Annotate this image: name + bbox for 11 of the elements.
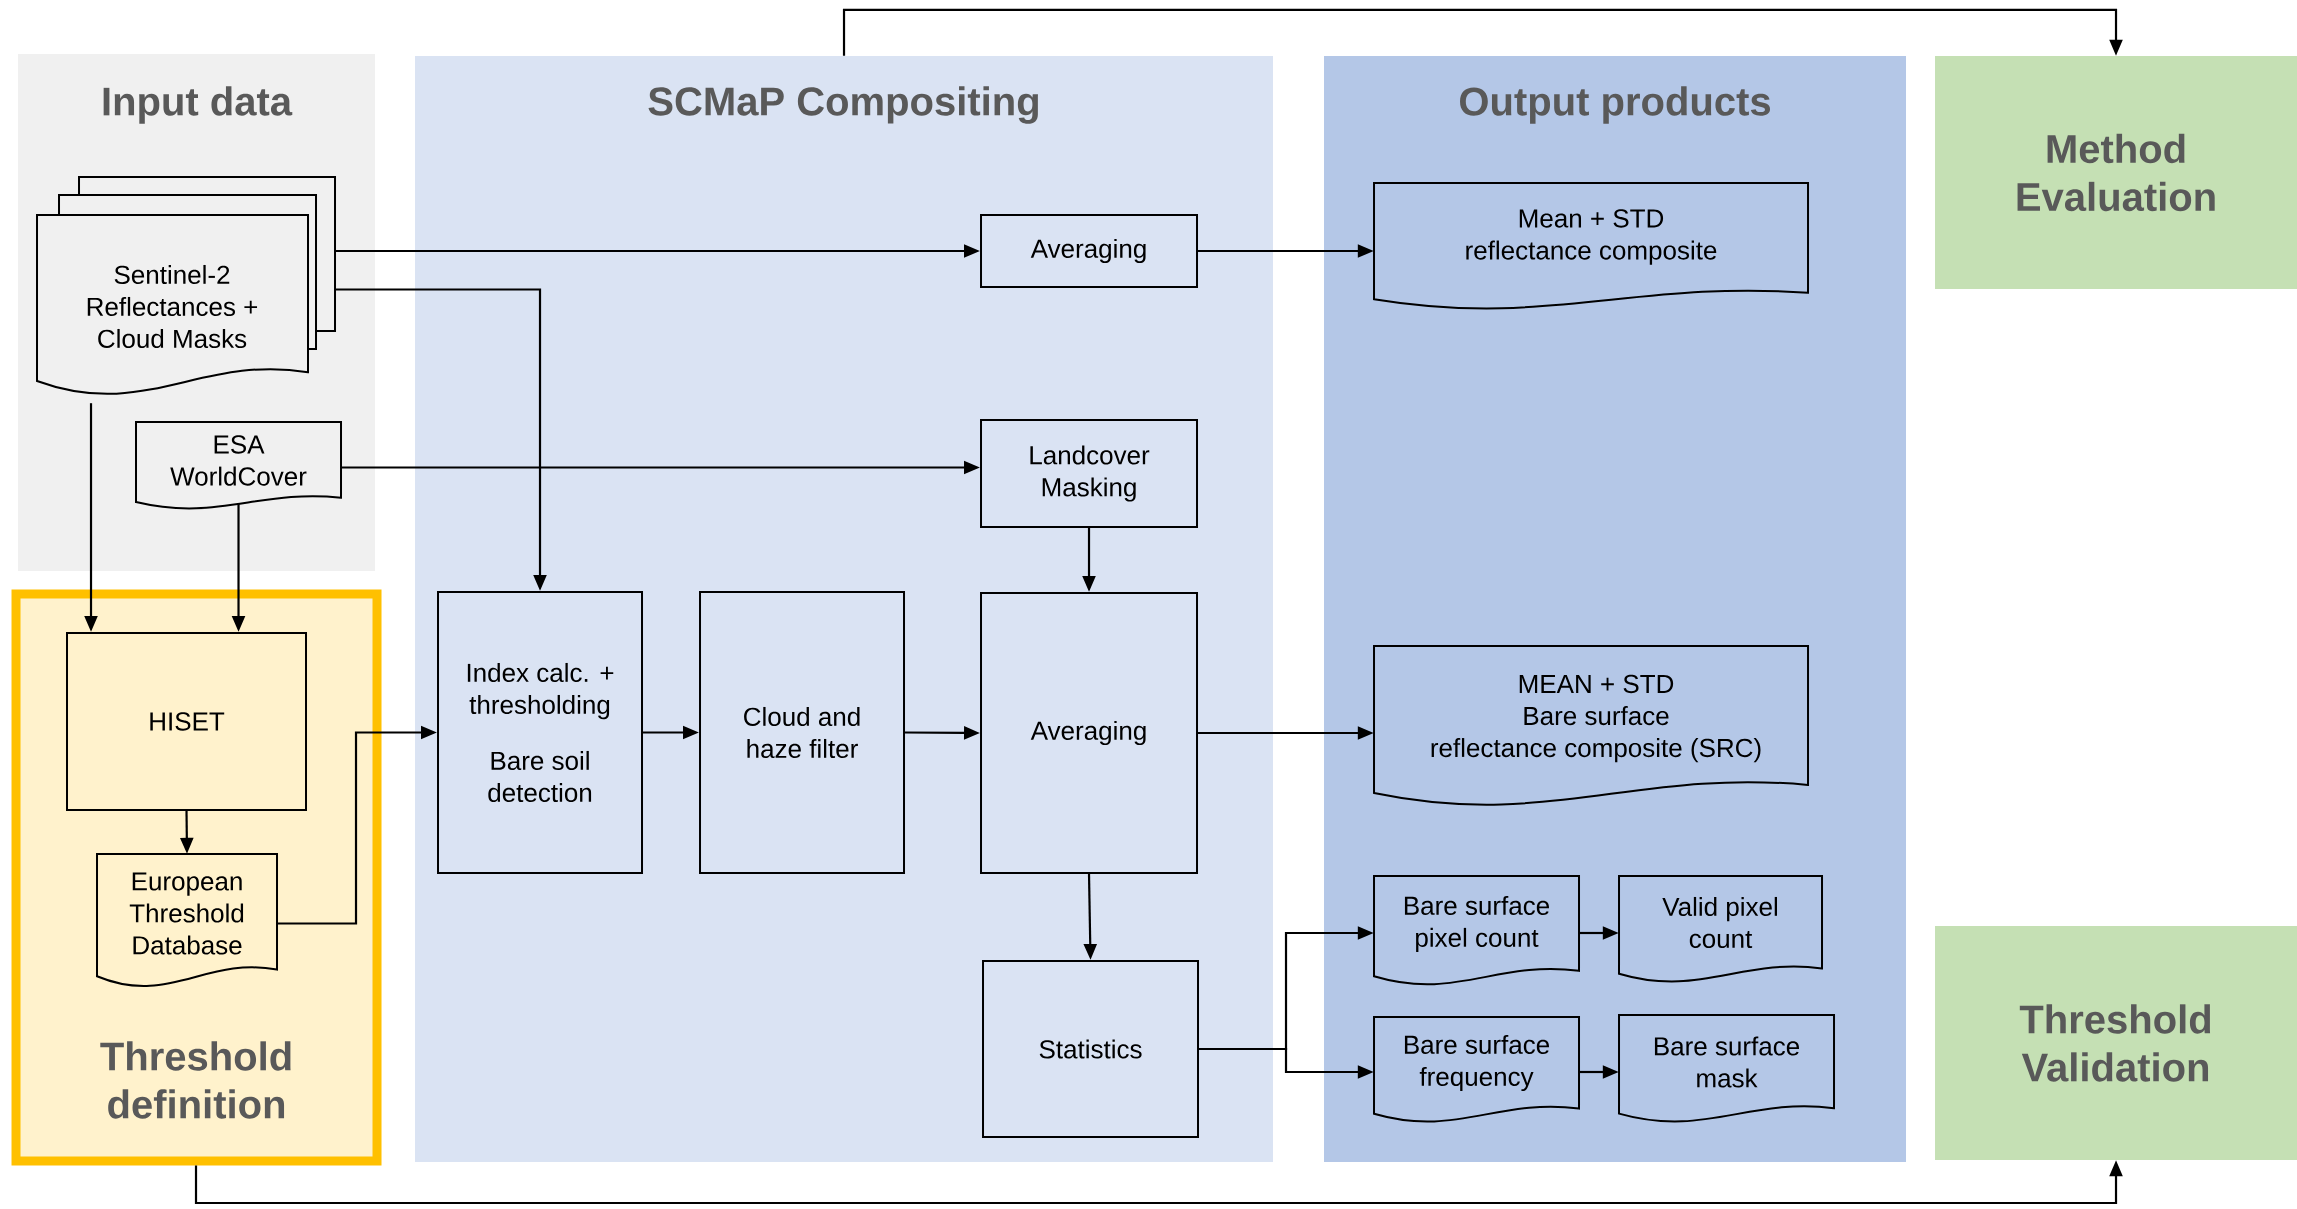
document-stack: Sentinel-2 Reflectances + Cloud Masks [36,176,336,395]
arrow [842,8,2123,56]
outcome-box: Threshold Validation [1935,926,2297,1160]
process-box: Averaging [980,592,1198,874]
process-box: Statistics [982,960,1199,1138]
process-box: HISET [66,632,307,811]
process-box: Index calc. + thresholding Bare soil detection [437,591,643,874]
outcome-box: Method Evaluation [1935,56,2297,289]
process-box: Landcover Masking [980,419,1198,528]
process-box: Averaging [980,214,1198,288]
process-box: Cloud and haze filter [699,591,905,874]
